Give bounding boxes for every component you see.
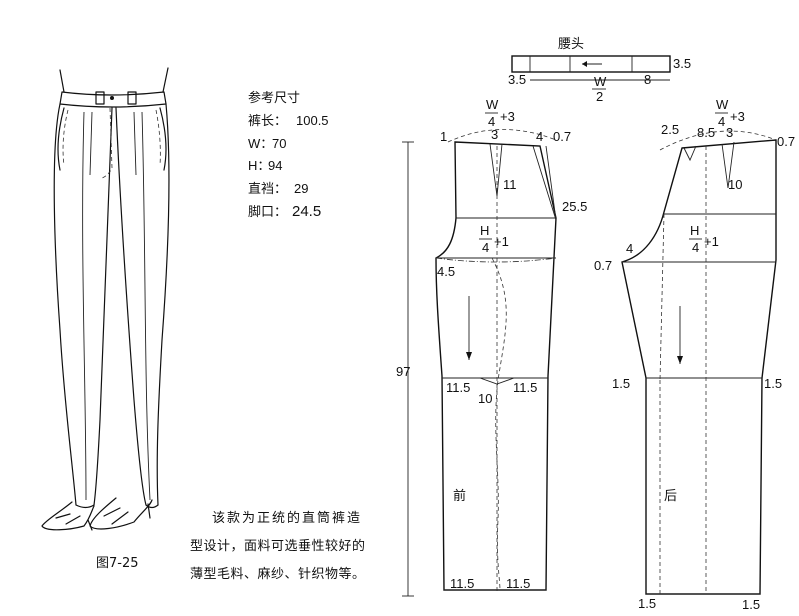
back-dart-width: 3 <box>726 125 733 140</box>
front-knee-left: 11.5 <box>446 380 470 395</box>
waistband-w-label: W <box>594 74 607 89</box>
description-line-1: 该款为正统的直筒裤造 <box>212 510 362 526</box>
back-hem-left: 1.5 <box>638 596 656 611</box>
back-hip-add: +1 <box>704 234 719 249</box>
figure-label: 图7-25 <box>96 556 139 571</box>
front-waist-left: 1 <box>440 129 447 144</box>
front-waist-add: +3 <box>500 109 515 124</box>
front-hem-left: 11.5 <box>450 576 474 591</box>
front-side-up: 0.7 <box>553 129 571 144</box>
waistband-w-den: 2 <box>596 89 603 104</box>
back-waist-a: 2.5 <box>661 122 679 137</box>
back-waist-add: +3 <box>730 109 745 124</box>
back-dart-length: 10 <box>728 177 742 192</box>
waistband-extension: 8 <box>644 72 651 87</box>
description-line-2: 型设计，面料可选垂性较好的 <box>190 538 366 554</box>
spec-title: 参考尺寸 <box>248 90 300 106</box>
front-knee-mid: 10 <box>478 391 492 406</box>
back-waist-b: 8.5 <box>697 125 715 140</box>
spec-row-rise-value: 29 <box>294 181 308 196</box>
back-knee-left: 1.5 <box>612 376 630 391</box>
back-crotch-ext: 4 <box>626 241 633 256</box>
spec-row-hem-label: 脚口： <box>248 204 287 220</box>
front-hip-add: +1 <box>494 234 509 249</box>
trousers-illustration <box>41 67 170 531</box>
spec-row-waist-label: W： <box>248 136 273 151</box>
back-hip-den: 4 <box>692 240 699 255</box>
spec-row-hip-label: H： <box>248 158 270 173</box>
back-crotch-drop: 0.7 <box>594 258 612 273</box>
spec-row-hip-value: 94 <box>268 158 282 173</box>
waistband-title: 腰头 <box>558 37 584 52</box>
front-piece-name: 前 <box>453 488 466 504</box>
front-knee-right: 11.5 <box>513 380 537 395</box>
back-side-up: 0.7 <box>777 134 795 149</box>
front-pattern: 97 W 4 +3 1 3 4 0.7 11 25. <box>396 97 587 597</box>
front-side-in: 4 <box>536 129 543 144</box>
back-piece-name: 后 <box>664 489 677 504</box>
spec-row-waist-value: 70 <box>272 136 286 151</box>
front-rise: 25.5 <box>562 199 587 214</box>
front-total-length: 97 <box>396 364 410 379</box>
waistband-left-dim: 3.5 <box>508 72 526 87</box>
back-pattern: W 4 +3 2.5 8.5 3 0.7 10 H 4 +1 4 0.7 1.5… <box>594 97 795 612</box>
front-waist-num: W <box>486 97 499 112</box>
front-hip-num: H <box>480 223 489 238</box>
description-line-3: 薄型毛料、麻纱、针织物等。 <box>190 566 366 582</box>
back-hem-right: 1.5 <box>742 597 760 612</box>
front-hem-right: 11.5 <box>506 576 530 591</box>
front-hip-den: 4 <box>482 240 489 255</box>
front-waist-den: 4 <box>488 114 495 129</box>
back-waist-den: 4 <box>718 114 725 129</box>
back-knee-right: 1.5 <box>764 376 782 391</box>
waistband-pattern: 腰头 3.5 3.5 W 2 8 <box>508 37 691 104</box>
spec-row-length-value: 100.5 <box>296 113 329 128</box>
front-dart-length: 11 <box>503 177 517 192</box>
front-dart-width: 3 <box>491 127 498 142</box>
spec-block: 参考尺寸 裤长： 100.5 W： 70 H： 94 直裆： 29 脚口： 24… <box>248 90 329 220</box>
waistband-right-dim: 3.5 <box>673 56 691 71</box>
spec-row-rise-label: 直裆： <box>248 182 287 197</box>
description-block: 该款为正统的直筒裤造 型设计，面料可选垂性较好的 薄型毛料、麻纱、针织物等。 <box>190 510 366 582</box>
spec-row-length-label: 裤长： <box>248 114 287 129</box>
spec-row-hem-value: 24.5 <box>292 203 321 220</box>
back-hip-num: H <box>690 223 699 238</box>
front-crotch: 4.5 <box>437 264 455 279</box>
back-waist-num: W <box>716 97 729 112</box>
